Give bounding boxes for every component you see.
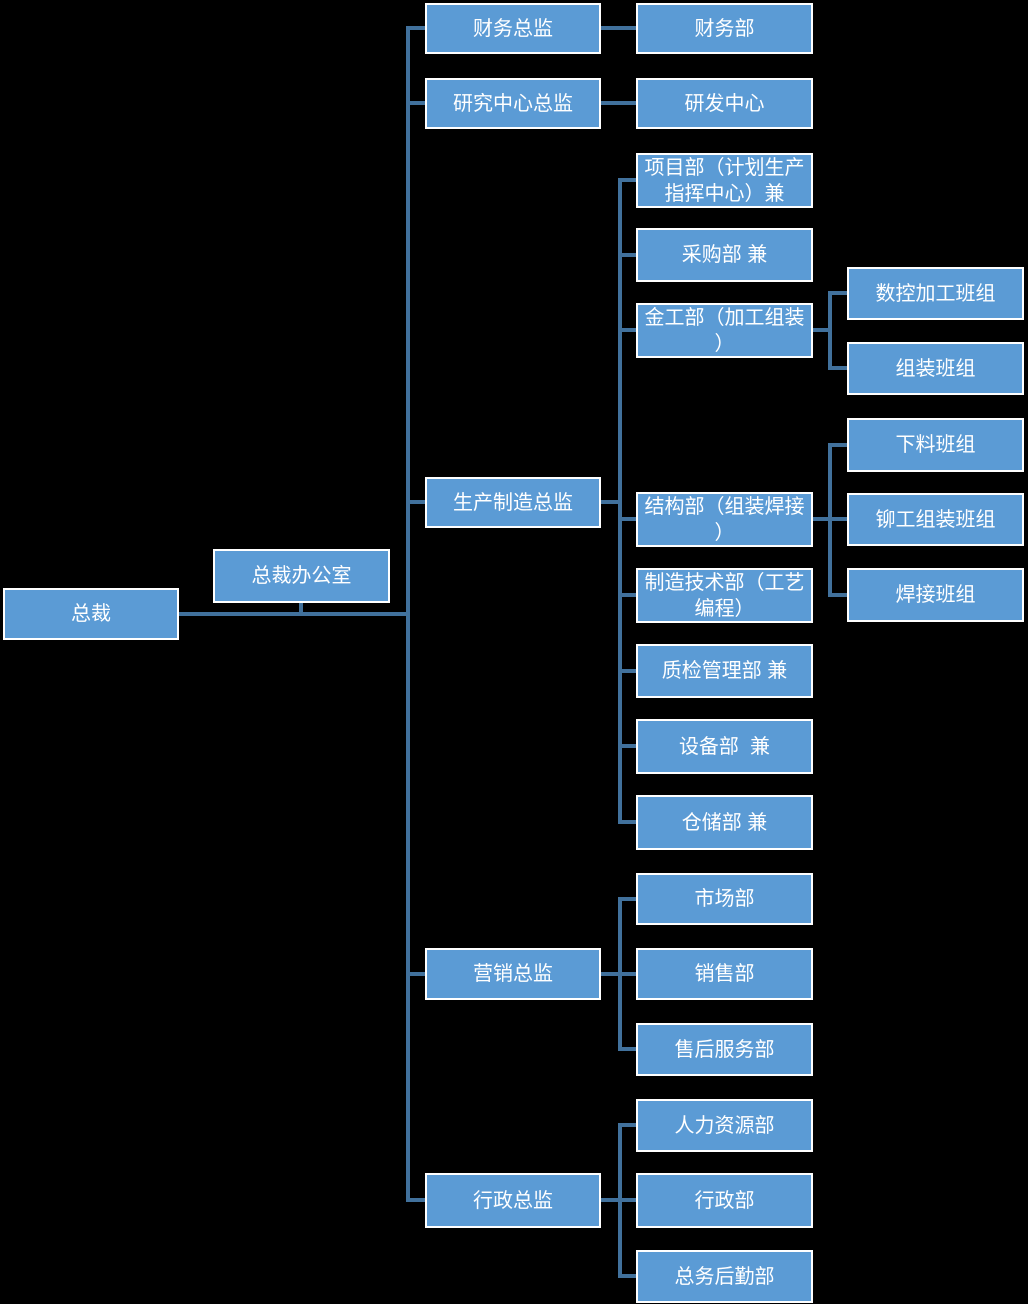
node-structure-dept-label: 结构部（组装焊接） (644, 495, 805, 544)
connector-admin-horizontal (601, 1198, 622, 1202)
node-ceo-office-label: 总裁办公室 (251, 565, 352, 587)
connector-stub-structure-dept (618, 517, 636, 521)
node-finance-director-label: 财务总监 (473, 17, 553, 40)
node-warehouse-dept: 仓储部 兼 (636, 795, 813, 850)
node-procurement-dept-label: 采购部 兼 (681, 244, 768, 266)
node-market-dept-label: 市场部 (694, 888, 755, 910)
connector-ceo-office-stub (299, 601, 303, 614)
connector-production-horizontal (601, 500, 622, 504)
node-riveting-team-label: 铆工组装班组 (875, 508, 996, 531)
node-cutting-team-label: 下料班组 (895, 434, 976, 456)
node-assembly-team: 组装班组 (847, 342, 1024, 395)
node-sales-dept: 销售部 (636, 948, 813, 1000)
connector-stub-assembly-team (828, 366, 847, 370)
connector-stub-production-director (406, 500, 425, 504)
node-riveting-team: 铆工组装班组 (847, 493, 1024, 546)
node-cutting-team: 下料班组 (847, 418, 1024, 472)
connector-stub-logistics-dept (618, 1274, 636, 1278)
connector-stub-admin-dept (618, 1198, 636, 1202)
connector-structure-horizontal (813, 517, 832, 521)
connector-stub-cutting-team (828, 443, 847, 447)
node-production-director-label: 生产制造总监 (453, 491, 573, 514)
node-cnc-team-label: 数控加工班组 (875, 282, 996, 305)
node-finance-director: 财务总监 (425, 3, 601, 54)
node-finance-dept: 财务部 (636, 3, 813, 54)
node-research-director-label: 研究中心总监 (453, 92, 573, 115)
connector-stub-metalwork-dept (618, 328, 636, 332)
node-project-dept: 项目部（计划生产指挥中心）兼 (636, 153, 813, 208)
node-rnd-center-label: 研发中心 (684, 92, 765, 115)
connector-production-trunk (618, 178, 622, 824)
node-rnd-center: 研发中心 (636, 78, 813, 129)
node-procurement-dept: 采购部 兼 (636, 228, 813, 282)
connector-stub-marketing-director (406, 972, 425, 976)
node-admin-dept-label: 行政部 (694, 1189, 755, 1212)
node-aftersales-dept: 售后服务部 (636, 1023, 813, 1076)
node-research-director: 研究中心总监 (425, 78, 601, 129)
connector-stub-market-dept (618, 897, 636, 901)
node-project-dept-label: 项目部（计划生产指挥中心）兼 (644, 156, 805, 205)
node-welding-team: 焊接班组 (847, 568, 1024, 622)
connector-stub-project-dept (618, 178, 636, 182)
connector-stub-admin-director (406, 1198, 425, 1202)
node-cnc-team: 数控加工班组 (847, 267, 1024, 320)
node-logistics-dept-label: 总务后勤部 (674, 1265, 775, 1288)
connector-stub-mfg-tech-dept (618, 593, 636, 597)
node-hr-dept-label: 人力资源部 (674, 1114, 775, 1137)
node-marketing-director-label: 营销总监 (473, 963, 553, 985)
connector-stub-procurement-dept (618, 253, 636, 257)
connector-stub-cnc-team (828, 291, 847, 295)
connector-research-row (601, 101, 636, 105)
node-ceo-office: 总裁办公室 (213, 549, 390, 603)
connector-stub-hr-dept (618, 1123, 636, 1127)
node-hr-dept: 人力资源部 (636, 1099, 813, 1152)
node-ceo-label: 总裁 (71, 603, 111, 625)
connector-stub-finance-director (406, 26, 425, 30)
node-structure-dept: 结构部（组装焊接） (636, 492, 813, 547)
node-equipment-dept: 设备部 兼 (636, 719, 813, 774)
node-qc-dept-label: 质检管理部 兼 (661, 660, 788, 682)
connector-metalwork-horizontal (813, 328, 832, 332)
node-metalwork-dept-label: 金工部（加工组装） (644, 306, 805, 355)
node-mfg-tech-dept-label: 制造技术部（工艺编程） (644, 571, 805, 620)
node-finance-dept-label: 财务部 (694, 17, 755, 40)
connector-stub-aftersales-dept (618, 1047, 636, 1051)
connector-marketing-horizontal (601, 972, 622, 976)
node-admin-dept: 行政部 (636, 1173, 813, 1228)
node-welding-team-label: 焊接班组 (895, 584, 976, 606)
node-metalwork-dept: 金工部（加工组装） (636, 303, 813, 358)
connector-finance-row (601, 26, 636, 30)
connector-main-trunk (406, 26, 410, 1202)
node-admin-director: 行政总监 (425, 1173, 601, 1228)
connector-stub-research-director (406, 101, 425, 105)
node-ceo: 总裁 (3, 588, 179, 640)
node-logistics-dept: 总务后勤部 (636, 1250, 813, 1303)
connector-stub-riveting-team (828, 517, 847, 521)
node-equipment-dept-label: 设备部 兼 (678, 735, 771, 758)
connector-stub-warehouse-dept (618, 820, 636, 824)
node-market-dept: 市场部 (636, 873, 813, 925)
node-mfg-tech-dept: 制造技术部（工艺编程） (636, 568, 813, 623)
node-marketing-director: 营销总监 (425, 948, 601, 1000)
connector-stub-equipment-dept (618, 744, 636, 748)
node-sales-dept-label: 销售部 (694, 963, 755, 985)
connector-stub-sales-dept (618, 972, 636, 976)
connector-metalwork-trunk (828, 291, 832, 370)
node-admin-director-label: 行政总监 (473, 1189, 553, 1212)
node-aftersales-dept-label: 售后服务部 (674, 1038, 775, 1061)
node-warehouse-dept-label: 仓储部 兼 (681, 811, 768, 834)
connector-stub-qc-dept (618, 669, 636, 673)
connector-stub-welding-team (828, 593, 847, 597)
node-assembly-team-label: 组装班组 (895, 357, 976, 380)
node-qc-dept: 质检管理部 兼 (636, 644, 813, 698)
connector-ceo-horizontal (179, 612, 410, 616)
node-production-director: 生产制造总监 (425, 477, 601, 528)
